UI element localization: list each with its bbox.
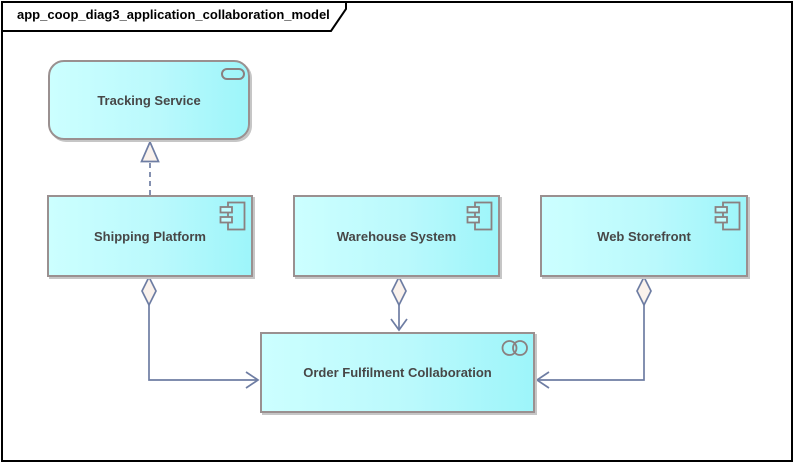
node-web-storefront[interactable]: Web Storefront xyxy=(540,195,748,277)
service-oval-icon xyxy=(221,68,245,80)
connector-realization-shipping-to-tracking[interactable] xyxy=(140,139,160,195)
node-shipping-platform[interactable]: Shipping Platform xyxy=(47,195,253,277)
diagram-frame xyxy=(1,1,793,462)
node-label: Web Storefront xyxy=(597,228,691,244)
component-icon xyxy=(466,201,493,231)
component-icon xyxy=(219,201,246,231)
connector-aggregation-warehouse-to-collab[interactable] xyxy=(390,275,408,332)
collaboration-circles-icon xyxy=(501,340,528,356)
node-order-fulfilment-collaboration[interactable]: Order Fulfilment Collaboration xyxy=(260,332,535,413)
connector-aggregation-storefront-to-collab[interactable] xyxy=(535,275,652,389)
diagram-title: app_coop_diag3_application_collaboration… xyxy=(17,7,330,22)
node-tracking-service[interactable]: Tracking Service xyxy=(48,60,250,140)
diagram-title-tab xyxy=(1,1,347,32)
node-label: Warehouse System xyxy=(336,228,457,244)
node-warehouse-system[interactable]: Warehouse System xyxy=(293,195,500,277)
component-icon xyxy=(714,201,741,231)
node-label: Shipping Platform xyxy=(94,228,206,244)
node-label: Order Fulfilment Collaboration xyxy=(303,365,492,380)
node-label: Tracking Service xyxy=(97,92,201,108)
connector-aggregation-shipping-to-collab[interactable] xyxy=(141,275,260,389)
